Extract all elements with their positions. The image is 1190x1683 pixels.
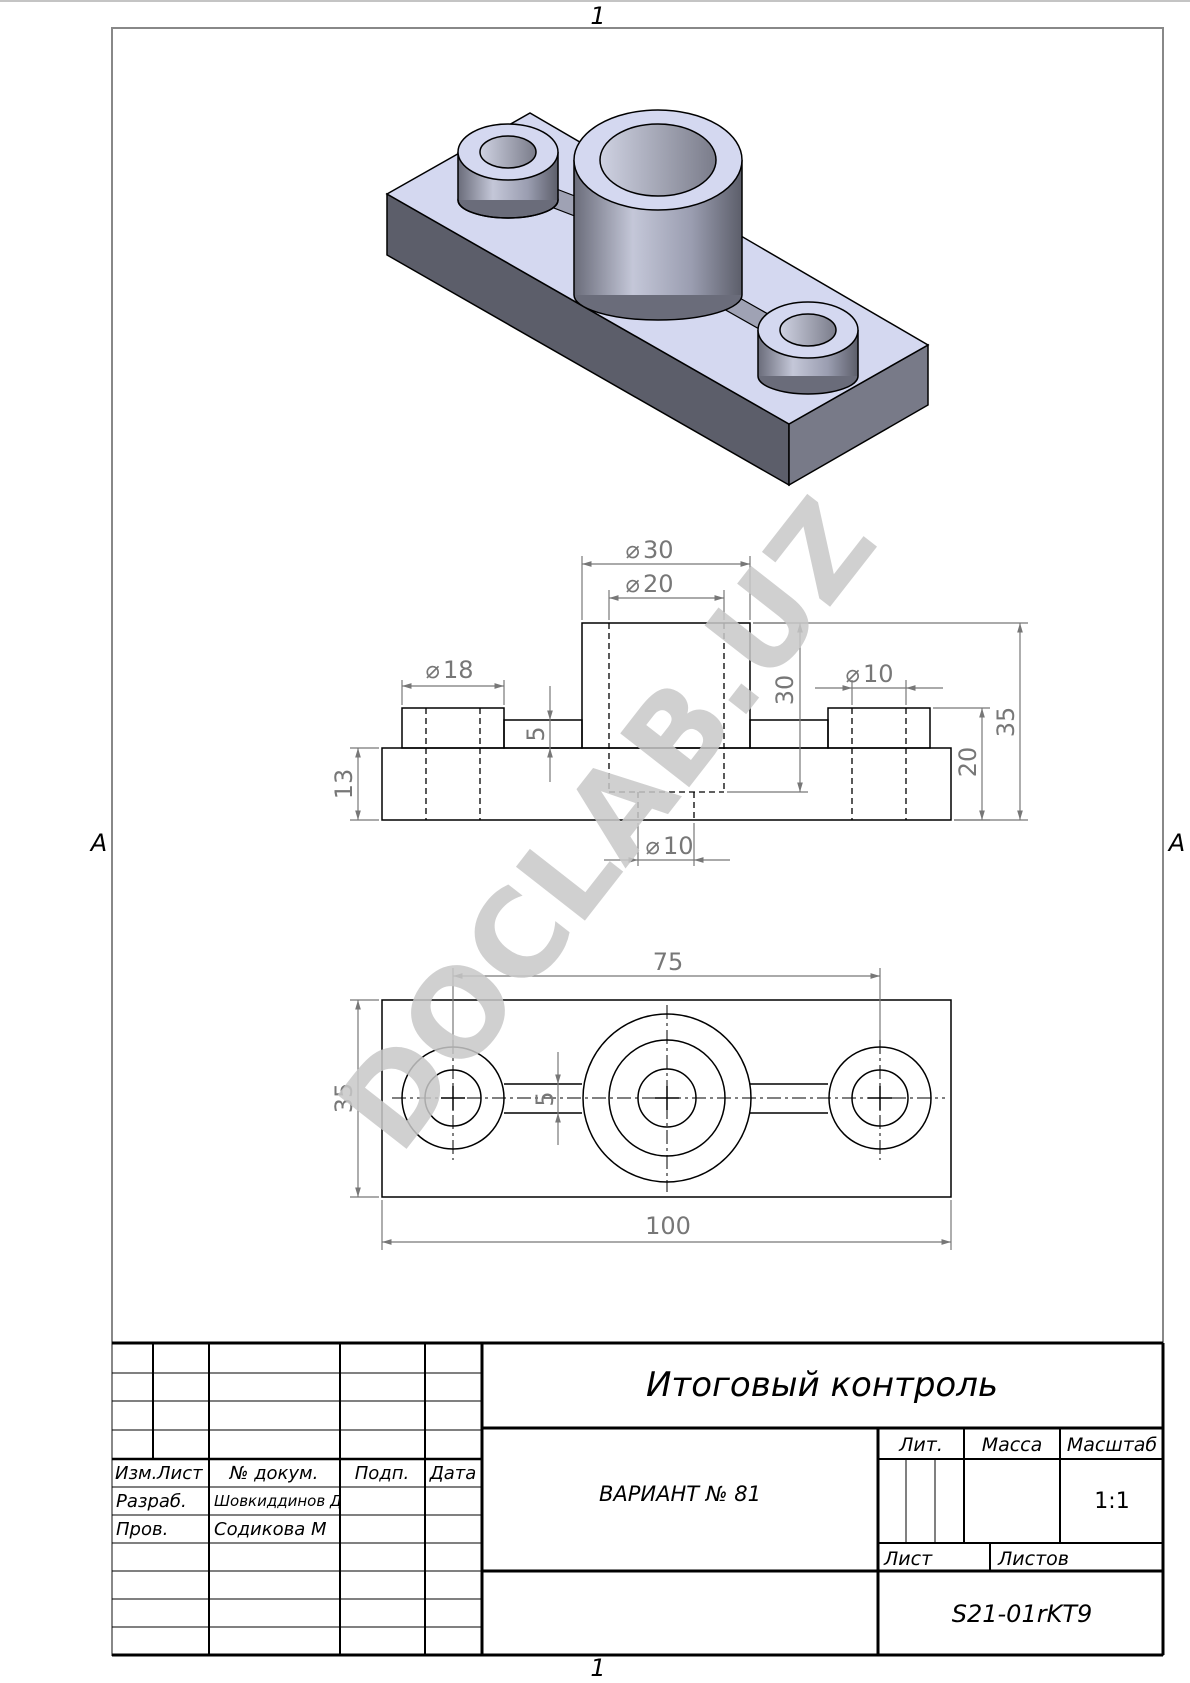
header-izm: Изм. [115, 1463, 157, 1484]
zone-mark-bottom: 1 [590, 1654, 605, 1682]
front-view-dimension-labels: ⌀ 30 ⌀ 20 ⌀ 18 ⌀ 10 ⌀ 10 5 13 30 20 35 [330, 536, 1020, 860]
top-view-dimensions [350, 968, 952, 1250]
dim-dia-10-bottom: 10 [663, 832, 694, 860]
header-date: Дата [429, 1463, 477, 1484]
header-list: Лист [156, 1463, 203, 1484]
dim-100: 100 [645, 1212, 691, 1240]
title-block-text: Итоговый контроль ВАРИАНТ № 81 S21-01rKT… [115, 1365, 1157, 1628]
dim-dia-20: 20 [643, 570, 674, 598]
top-view-dimension-labels: 75 35 5 100 [330, 948, 691, 1240]
row-name-developer: Шовкиддинов Д [214, 1492, 342, 1510]
row-role-checker: Пров. [116, 1519, 168, 1540]
front-view-dimensions [350, 556, 1028, 866]
row-name-checker: Содикова М [214, 1519, 327, 1540]
label-sheet: Лист [883, 1548, 933, 1570]
dim-dia-10-top-symbol: ⌀ [846, 660, 860, 688]
label-scale: Масштаб [1067, 1434, 1158, 1456]
front-view [381, 622, 952, 821]
isometric-view [385, 109, 930, 487]
title-block-title: Итоговый контроль [646, 1365, 998, 1405]
label-mass: Масса [982, 1434, 1043, 1456]
label-sheets: Листов [997, 1548, 1069, 1570]
zone-mark-left: A [89, 829, 107, 857]
dim-5-front: 5 [522, 726, 550, 741]
zone-mark-top: 1 [590, 2, 605, 30]
label-lit: Лит. [898, 1434, 943, 1456]
row-role-developer: Разраб. [116, 1491, 187, 1512]
dim-dia-18: 18 [443, 656, 474, 684]
dim-dia-18-symbol: ⌀ [426, 656, 440, 684]
dim-dia-10-bottom-symbol: ⌀ [646, 832, 660, 860]
dim-30-height: 30 [771, 675, 799, 706]
dim-75: 75 [653, 948, 684, 976]
zone-mark-right: A [1167, 829, 1185, 857]
dim-dia-20-symbol: ⌀ [626, 570, 640, 598]
title-block-code: S21-01rKT9 [952, 1600, 1093, 1628]
header-doc: № докум. [229, 1463, 319, 1484]
dim-dia-30: 30 [643, 536, 674, 564]
dim-5-top: 5 [531, 1091, 559, 1106]
watermark: DOCLAB.UZ [313, 475, 903, 1176]
dim-dia-30-symbol: ⌀ [626, 536, 640, 564]
dim-20-height: 20 [954, 747, 982, 778]
dim-13: 13 [330, 769, 358, 800]
header-sign: Подп. [355, 1463, 409, 1484]
title-block [112, 1341, 1165, 1657]
title-block-scale: 1:1 [1094, 1489, 1129, 1514]
dim-35-width: 35 [330, 1083, 358, 1114]
title-block-variant: ВАРИАНТ № 81 [599, 1482, 761, 1506]
dim-35-height: 35 [992, 707, 1020, 738]
top-view [381, 999, 952, 1198]
dim-dia-10-top: 10 [863, 660, 894, 688]
